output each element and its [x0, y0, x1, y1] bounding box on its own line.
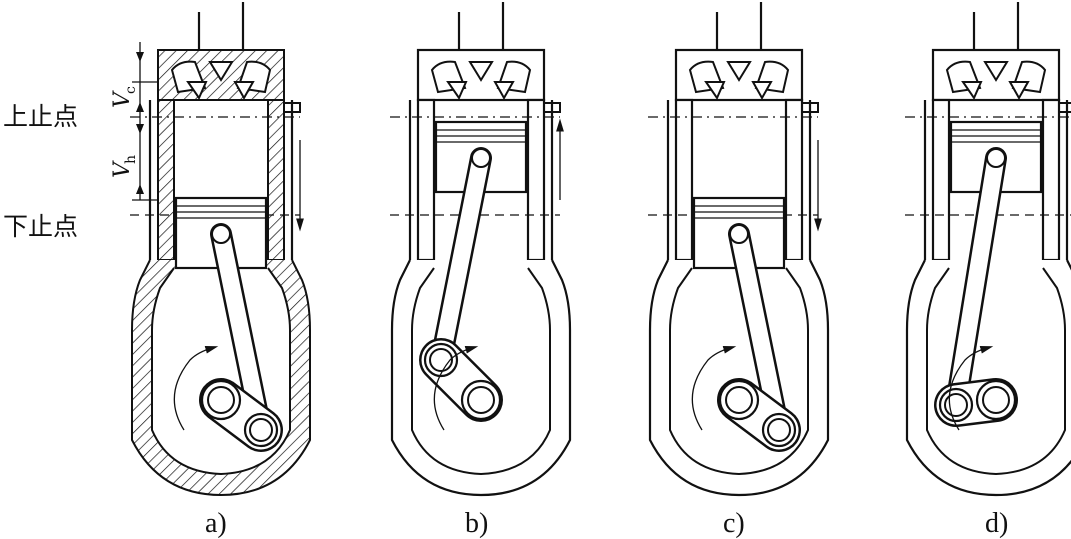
exhaust-valve [751, 81, 773, 101]
head-center-block [726, 61, 752, 82]
exhaust-valve [233, 81, 255, 101]
rotation-arrow [948, 346, 994, 431]
cylinder-wall-right [526, 98, 546, 262]
crankcase-inner [926, 267, 1066, 476]
caption-a: a) [205, 508, 227, 539]
caption-c: c) [723, 508, 745, 539]
head-center-block [208, 61, 234, 82]
bdc-label: 下止点 [3, 212, 78, 241]
svg-text:V: V [110, 90, 135, 108]
vh-label: V h [110, 155, 139, 178]
vc-label: V c [110, 86, 139, 108]
svg-text:V: V [110, 160, 135, 178]
panel-compression [390, 2, 572, 497]
cylinder-wall-left [157, 99, 175, 261]
panel-exhaust [905, 2, 1071, 497]
spark-plug [1058, 102, 1071, 113]
intake-valve [961, 81, 983, 101]
cylinder-wall-left [931, 98, 951, 262]
tdc-label: 上止点 [3, 102, 78, 131]
svg-text:h: h [123, 155, 139, 164]
left-labels: 上止点 下止点 V c V h [3, 42, 175, 241]
rotation-arrow [433, 346, 479, 431]
intake-valve [446, 81, 468, 101]
panel-power [648, 2, 830, 497]
exhaust-valve [493, 81, 515, 101]
head-center-block [468, 61, 494, 82]
panel-intake [130, 2, 311, 497]
head-center-block [983, 61, 1009, 82]
caption-d: d) [985, 508, 1008, 539]
svg-text:c: c [123, 86, 139, 94]
cylinder-wall-right [267, 99, 285, 261]
rotation-arrow [691, 346, 737, 431]
caption-b: b) [465, 508, 488, 539]
intake-valve [186, 81, 208, 101]
cylinder-wall-right [1041, 98, 1061, 262]
intake-valve [704, 81, 726, 101]
cylinder-wall-left [416, 98, 436, 262]
rotation-arrow [173, 346, 219, 431]
exhaust-valve [1008, 81, 1030, 101]
cylinder-wall-right [784, 98, 804, 262]
cylinder-wall-left [674, 98, 694, 262]
